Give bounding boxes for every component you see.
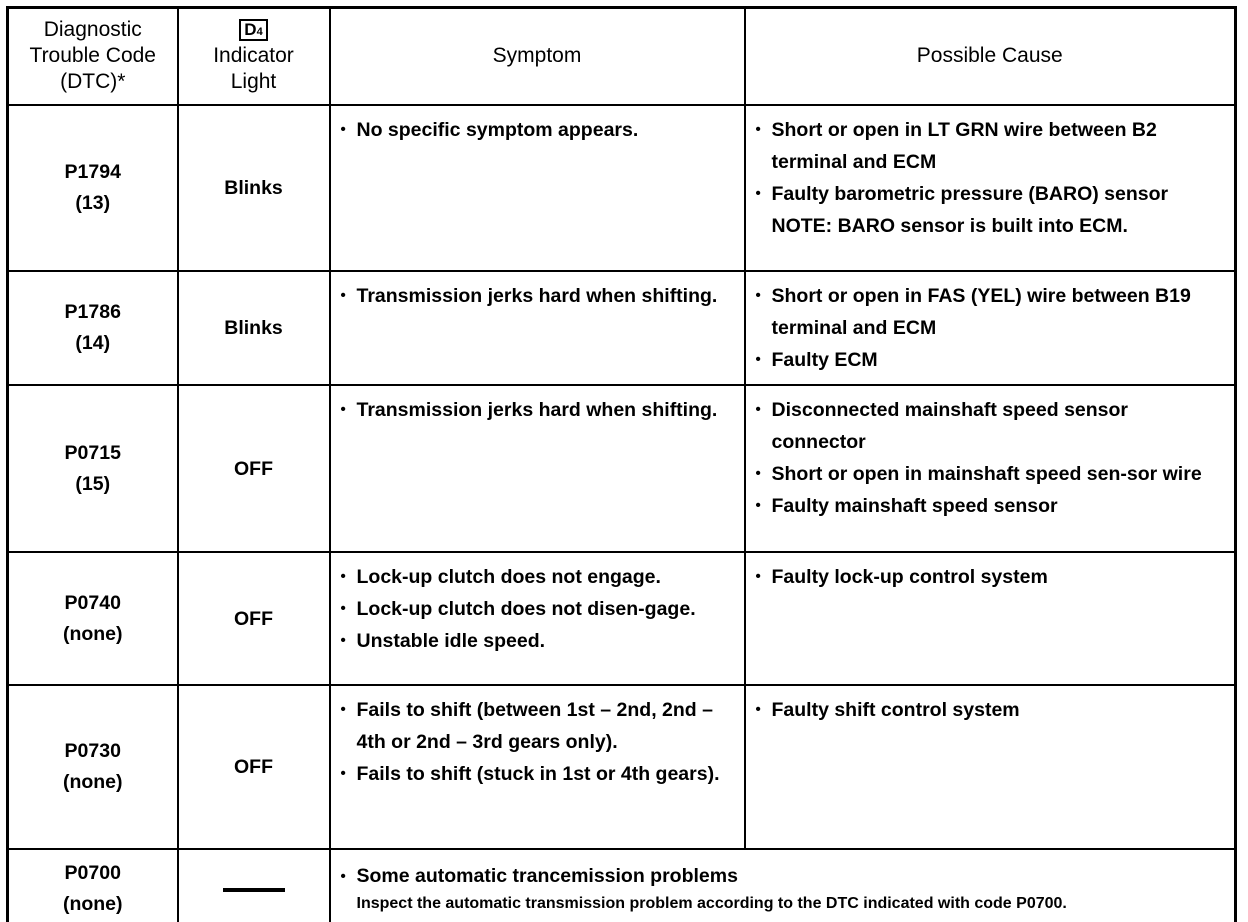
list-item: Unstable idle speed. <box>341 625 734 657</box>
list-item: Faulty mainshaft speed sensor <box>756 490 1225 522</box>
inspection-note: Inspect the automatic transmission probl… <box>356 895 1067 912</box>
possible-cause-cell: Disconnected mainshaft speed sensor conn… <box>743 384 1237 553</box>
cause-list: Faulty lock-up control system <box>756 561 1225 593</box>
header-dtc-line-3: (DTC)* <box>60 69 126 93</box>
list-item: Faulty shift control system <box>756 694 1225 726</box>
symptom-list: No specific symptom appears. <box>341 114 734 146</box>
header-dtc: Diagnostic Trouble Code (DTC)* <box>6 6 179 106</box>
symptom-list: Transmission jerks hard when shifting. <box>341 280 734 312</box>
dtc-code-cell: P1786 (14) <box>6 270 179 386</box>
header-dtc-line-2: Trouble Code <box>29 43 156 67</box>
dtc-code-sub: (none) <box>62 622 123 645</box>
possible-cause-cell: Faulty lock-up control system <box>743 551 1237 686</box>
list-item: Short or open in LT GRN wire between B2 … <box>756 114 1225 178</box>
indicator-light-cell: OFF <box>176 551 331 686</box>
header-indicator-light: D4 Indicator Light <box>176 6 331 106</box>
list-item: Some automatic trancemission problems <box>341 861 1225 893</box>
list-item: Faulty lock-up control system <box>756 561 1225 593</box>
list-item: Short or open in mainshaft speed sen-sor… <box>756 458 1225 490</box>
header-dtc-line-1: Diagnostic <box>43 17 142 41</box>
dtc-troubleshooting-table: Diagnostic Trouble Code (DTC)* D4 Indica… <box>6 6 1237 922</box>
table-row: P1794 (13) Blinks No specific symptom ap… <box>6 104 1237 272</box>
dtc-code: P0700 <box>64 862 121 884</box>
d4-letter: D <box>244 20 257 39</box>
header-row: Diagnostic Trouble Code (DTC)* D4 Indica… <box>6 6 1237 106</box>
cause-list: Short or open in FAS (YEL) wire between … <box>756 280 1225 376</box>
list-item: Fails to shift (stuck in 1st or 4th gear… <box>341 758 734 790</box>
dtc-code-sub: (14) <box>75 332 111 354</box>
list-item: Transmission jerks hard when shifting. <box>341 280 734 312</box>
dtc-code-cell: P0700 (none) <box>6 848 179 922</box>
list-item: Lock-up clutch does not engage. <box>341 561 734 593</box>
symptom-list: Fails to shift (between 1st – 2nd, 2nd –… <box>341 694 734 790</box>
dtc-code: P1786 <box>64 301 121 323</box>
symptom-and-cause-merged-cell: Some automatic trancemission problems In… <box>328 848 1237 922</box>
table-row: P1786 (14) Blinks Transmission jerks har… <box>6 270 1237 386</box>
dtc-code: P0730 <box>64 740 121 762</box>
symptom-list: Lock-up clutch does not engage. Lock-up … <box>341 561 734 657</box>
symptom-cell: No specific symptom appears. <box>328 104 746 272</box>
list-item: No specific symptom appears. <box>341 114 734 146</box>
header-possible-cause: Possible Cause <box>743 6 1237 106</box>
list-item: Lock-up clutch does not disen-gage. <box>341 593 734 625</box>
possible-cause-cell: Short or open in FAS (YEL) wire between … <box>743 270 1237 386</box>
header-indicator-line-1: Indicator <box>213 44 294 67</box>
indicator-light-cell: Blinks <box>176 270 331 386</box>
dtc-code-sub: (13) <box>75 192 111 214</box>
dtc-code: P0740 <box>64 591 121 614</box>
symptom-cell: Transmission jerks hard when shifting. <box>328 384 746 553</box>
table-row: P0730 (none) OFF Fails to shift (between… <box>6 684 1237 850</box>
table-row: P0700 (none) Some automatic trancemissio… <box>6 848 1237 922</box>
possible-cause-cell: Faulty shift control system <box>743 684 1237 850</box>
dtc-code-cell: P0740 (none) <box>6 551 179 686</box>
cause-list: Short or open in LT GRN wire between B2 … <box>756 114 1225 242</box>
list-item: Disconnected mainshaft speed sensor conn… <box>756 394 1225 458</box>
possible-cause-cell: Short or open in LT GRN wire between B2 … <box>743 104 1237 272</box>
table-body: P1794 (13) Blinks No specific symptom ap… <box>6 104 1237 922</box>
list-item: Short or open in FAS (YEL) wire between … <box>756 280 1225 344</box>
table-header: Diagnostic Trouble Code (DTC)* D4 Indica… <box>6 6 1237 106</box>
list-item: Transmission jerks hard when shifting. <box>341 394 734 426</box>
indicator-light-cell <box>176 848 331 922</box>
dtc-code-sub: (15) <box>75 472 111 495</box>
table-row: P0715 (15) OFF Transmission jerks hard w… <box>6 384 1237 553</box>
symptom-list: Transmission jerks hard when shifting. <box>341 394 734 426</box>
cause-list: Disconnected mainshaft speed sensor conn… <box>756 394 1225 522</box>
d4-box-icon: D4 <box>239 19 268 41</box>
dtc-code-sub: (none) <box>62 893 123 915</box>
symptom-cell: Lock-up clutch does not engage. Lock-up … <box>328 551 746 686</box>
symptom-cell: Fails to shift (between 1st – 2nd, 2nd –… <box>328 684 746 850</box>
dtc-code: P1794 <box>64 161 121 183</box>
table-row: P0740 (none) OFF Lock-up clutch does not… <box>6 551 1237 686</box>
dtc-code-cell: P0715 (15) <box>6 384 179 553</box>
d4-subscript: 4 <box>256 26 263 38</box>
list-item: Faulty ECM <box>756 344 1225 376</box>
list-item-note: NOTE: BARO sensor is built into ECM. <box>771 215 1128 237</box>
symptom-cell: Transmission jerks hard when shifting. <box>328 270 746 386</box>
indicator-light-cell: Blinks <box>176 104 331 272</box>
header-symptom: Symptom <box>328 6 746 106</box>
dtc-code-cell: P0730 (none) <box>6 684 179 850</box>
list-item-note: Inspect the automatic transmission probl… <box>341 891 1225 917</box>
cause-list: Faulty shift control system <box>756 694 1225 726</box>
symptom-list: Some automatic trancemission problems In… <box>341 861 1225 917</box>
dtc-code-sub: (none) <box>62 771 123 793</box>
dtc-code: P0715 <box>64 441 121 464</box>
dash-icon <box>222 887 285 892</box>
dtc-code-cell: P1794 (13) <box>6 104 179 272</box>
list-item: Faulty barometric pressure (BARO) sensor <box>756 178 1225 210</box>
d4-indicator-icon: D4 <box>183 16 325 43</box>
header-indicator-line-2: Light <box>230 70 277 93</box>
indicator-light-cell: OFF <box>176 684 331 850</box>
indicator-light-cell: OFF <box>176 384 331 553</box>
list-item: Fails to shift (between 1st – 2nd, 2nd –… <box>341 694 734 758</box>
